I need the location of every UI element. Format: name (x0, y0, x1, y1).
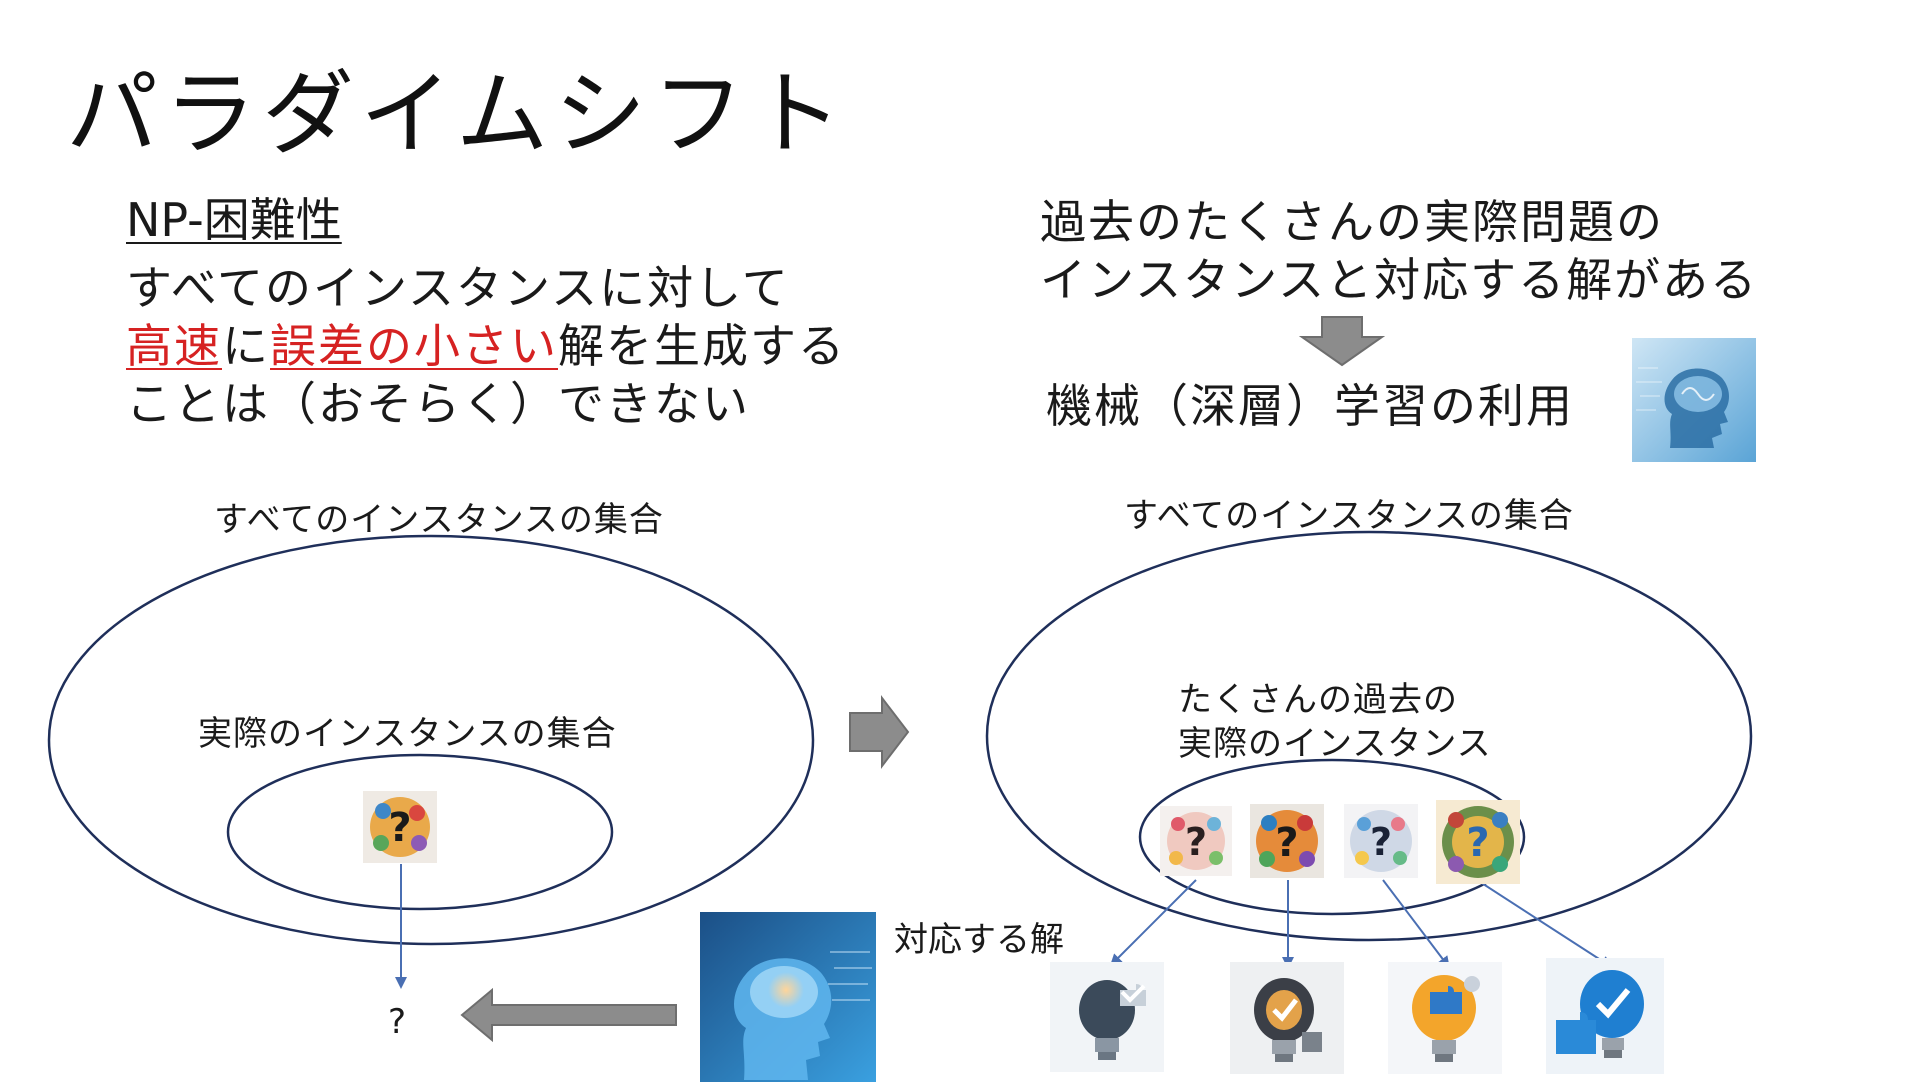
solution-label: 対応する解 (894, 920, 1064, 960)
left-outer-label: すべてのインスタンスの集合 (214, 500, 664, 540)
left-inner-ellipse (226, 753, 614, 911)
right-outer-label: すべてのインスタンスの集合 (1124, 496, 1574, 536)
solution-arrow-3 (1382, 879, 1450, 969)
lightbulb-puzzle-icon-1 (1050, 962, 1164, 1072)
left-arrow (460, 987, 677, 1043)
svg-text:?: ? (1370, 820, 1392, 864)
left-inner-label: 実際のインスタンスの集合 (198, 714, 617, 754)
fast-highlight: 高速 (126, 319, 222, 373)
np-line-2-mid: に (222, 319, 270, 373)
lightbulb-puzzle-icon-3 (1388, 962, 1502, 1074)
np-line-2-tail: 解を生成する (558, 319, 846, 373)
lightbulb-puzzle-icon-2 (1230, 962, 1344, 1074)
np-line-2: 高速に誤差の小さい解を生成する (126, 310, 846, 376)
question-puzzle-icon: ? (363, 791, 437, 863)
left-outer-ellipse (47, 534, 815, 946)
machine-learning-text: 機械（深層）学習の利用 (1046, 379, 1574, 433)
right-outer-ellipse (985, 530, 1753, 942)
np-line-3: ことは（おそらく）できない (126, 377, 750, 431)
brain-head-icon (1632, 338, 1756, 462)
page-title: パラダイムシフト (66, 61, 849, 168)
question-puzzle-icon-4: ? (1436, 800, 1520, 884)
lightbulb-puzzle-icon-4 (1546, 958, 1664, 1074)
svg-text:?: ? (1185, 820, 1207, 864)
svg-text:?: ? (388, 805, 411, 851)
solution-arrow-1 (1109, 879, 1197, 967)
np-line-1: すべてのインスタンスに対して (126, 261, 790, 315)
question-puzzle-icon-3: ? (1344, 804, 1418, 878)
small-error-highlight: 誤差の小さい (270, 319, 558, 373)
question-puzzle-icon-1: ? (1160, 806, 1232, 876)
brain-head-large-icon (700, 912, 876, 1082)
svg-text:?: ? (1466, 820, 1489, 866)
right-inner-label-1: たくさんの過去の (1178, 680, 1458, 720)
unknown-result: ? (388, 1002, 407, 1042)
solution-arrow-4 (1476, 879, 1613, 968)
right-inner-label-2: 実際のインスタンス (1178, 724, 1492, 764)
right-arrow (849, 695, 910, 769)
right-inner-ellipse (1138, 758, 1526, 916)
down-arrow (1298, 316, 1386, 367)
past-instances-line-1: 過去のたくさんの実際問題の (1040, 195, 1664, 249)
question-puzzle-icon-2: ? (1250, 804, 1324, 878)
np-hardness-heading: NP-困難性 (126, 193, 342, 247)
svg-text:?: ? (1275, 820, 1298, 866)
past-instances-line-2: インスタンスと対応する解がある (1040, 253, 1759, 307)
